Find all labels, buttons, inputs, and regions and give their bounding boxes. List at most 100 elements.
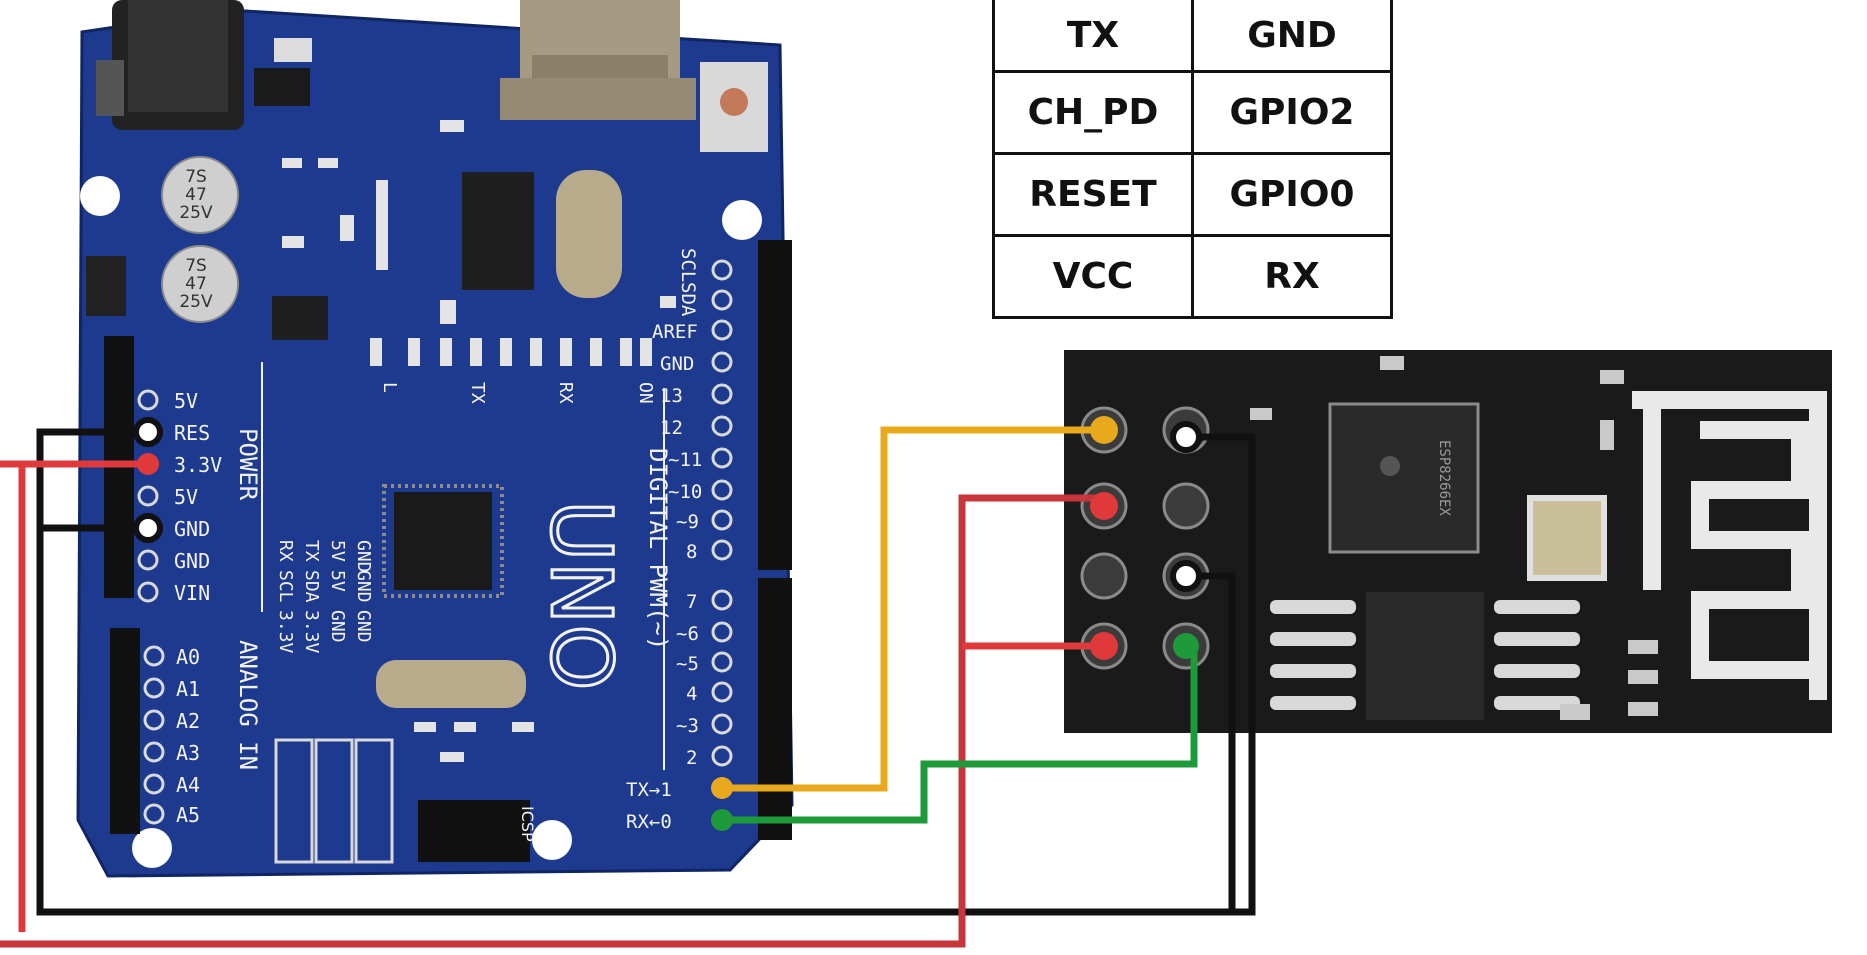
- pinout-cell: TX: [992, 0, 1194, 73]
- analog-header-title: ANALOG IN: [234, 640, 262, 770]
- wire-endpoint: [1170, 421, 1202, 453]
- mounting-hole: [532, 820, 572, 860]
- wire-endpoint: [1090, 416, 1118, 444]
- board-name: UNO: [532, 500, 630, 690]
- cap-mark: 47: [185, 185, 207, 205]
- bottom-label: GND: [353, 610, 374, 643]
- pin-label-3v3: 3.3V: [174, 453, 222, 477]
- pin-label-aref: AREF: [652, 321, 698, 343]
- pin-label-4: 4: [686, 683, 697, 705]
- esp8266-chip: [1328, 402, 1480, 554]
- pin-label-a3: A3: [176, 741, 200, 765]
- bottom-label: GND: [327, 610, 348, 643]
- digital-header-bottom: [758, 578, 792, 840]
- flash-chip-legs: [1270, 600, 1580, 710]
- wire-endpoint: [133, 513, 163, 543]
- mounting-hole: [132, 828, 172, 868]
- led-labels: L TX RX ON: [379, 382, 656, 404]
- bottom-label: TX: [301, 540, 322, 562]
- extra-pin-grid: [274, 738, 394, 864]
- pin-label-gnd: GND: [174, 549, 210, 573]
- voltage-regulator: [254, 68, 310, 106]
- pin-label-gnd: GND: [660, 353, 694, 375]
- pinout-cell: GND: [1191, 0, 1393, 73]
- pin-label-a0: A0: [176, 645, 200, 669]
- cap-mark: 25V: [179, 292, 213, 312]
- esp8266-module: ESP8266EX: [1064, 350, 1832, 733]
- digital-header-title: DIGITAL PWM(~): [644, 448, 672, 650]
- pin-label-5v: 5V: [174, 389, 198, 413]
- pinout-cell: RESET: [992, 152, 1194, 237]
- wire-endpoint: [1173, 633, 1199, 659]
- bottom-label: 5V: [327, 540, 348, 562]
- pinout-cell: CH_PD: [992, 70, 1194, 155]
- wires: [0, 416, 1256, 948]
- bottom-label: SDA: [301, 570, 322, 603]
- wire-endpoint: [711, 777, 733, 799]
- pinout-cell: RX: [1191, 234, 1393, 319]
- pin-label-5: ~5: [676, 653, 699, 675]
- wire-endpoint: [1090, 632, 1118, 660]
- analog-pin-holes: [143, 645, 165, 825]
- wire-endpoint: [137, 453, 159, 475]
- pinout-row: TX GND: [992, 0, 1393, 73]
- usb-connector: [500, 0, 696, 120]
- barrel-jack: [96, 0, 244, 130]
- antenna-trace: [1632, 391, 1827, 700]
- pin-label-3: ~3: [676, 715, 699, 737]
- bottom-label: 3.3V: [275, 610, 296, 654]
- led-label-l: L: [379, 382, 400, 393]
- pin-label-rx0: RX←0: [626, 811, 672, 833]
- analog-header: [110, 628, 140, 834]
- pin-label-10: ~10: [668, 481, 702, 503]
- wire-endpoint: [133, 417, 163, 447]
- esp-smd-components: [1250, 356, 1658, 720]
- pin-label-res: RES: [174, 421, 210, 445]
- led-label-on: ON: [635, 382, 656, 404]
- bottom-label: 3.3V: [301, 610, 322, 654]
- esp-chip-label: ESP8266EX: [1436, 440, 1452, 516]
- cap-mark: 7S: [185, 167, 207, 187]
- power-header-title: POWER: [234, 428, 262, 501]
- led-label-tx: TX: [467, 382, 488, 404]
- electrolytic-capacitor: 7S 47 25V: [161, 156, 239, 234]
- pinout-row: CH_PD GPIO2: [992, 70, 1393, 155]
- wire-endpoint: [1170, 560, 1202, 592]
- pin-label-5v: 5V: [174, 485, 198, 509]
- atmega-microcontroller: [394, 492, 492, 590]
- bottom-label: GND: [353, 540, 374, 573]
- pin-label-a2: A2: [176, 709, 200, 733]
- flash-chip: [1366, 592, 1484, 720]
- power-pin-labels: 5V RES 3.3V 5V GND GND VIN: [174, 389, 222, 605]
- digital-pin-labels: SCL SDA AREF GND 13 12 ~11 ~10 ~9 8 7 ~6…: [626, 248, 702, 833]
- pin-label-a1: A1: [176, 677, 200, 701]
- pinout-row: VCC RX: [992, 234, 1393, 319]
- small-ic: [86, 256, 126, 316]
- reset-button: [700, 62, 768, 152]
- pin-label-a4: A4: [176, 773, 200, 797]
- arduino-uno-board: 7S 47 25V 7S 47 25V ICSP: [76, 0, 794, 878]
- pin-label-9: ~9: [676, 511, 699, 533]
- wire-vcc-bottom: [0, 494, 1104, 948]
- wire-endpoint: [711, 809, 733, 831]
- icsp-label: ICSP: [518, 806, 537, 842]
- pin-label-vin: VIN: [174, 581, 210, 605]
- pin-label-13: 13: [660, 385, 683, 407]
- mounting-hole: [80, 176, 120, 216]
- icsp-header: [418, 800, 530, 862]
- pinout-row: RESET GPIO0: [992, 152, 1393, 237]
- pinout-cell: GPIO0: [1191, 152, 1393, 237]
- wire-tx: [722, 426, 1104, 792]
- mounting-hole: [722, 200, 762, 240]
- pin-label-gnd: GND: [174, 517, 210, 541]
- wire-endpoint: [1090, 492, 1118, 520]
- bottom-label: GND: [353, 570, 374, 603]
- small-ic: [272, 296, 328, 340]
- wire-ground: [36, 428, 1256, 916]
- cap-mark: 47: [185, 274, 207, 294]
- pin-label-7: 7: [686, 591, 697, 613]
- cap-mark: 25V: [179, 203, 213, 223]
- bottom-label: 5V: [327, 570, 348, 592]
- bottom-pin-labels: RX SCL 3.3V TX SDA 3.3V 5V 5V GND GND GN…: [275, 540, 374, 654]
